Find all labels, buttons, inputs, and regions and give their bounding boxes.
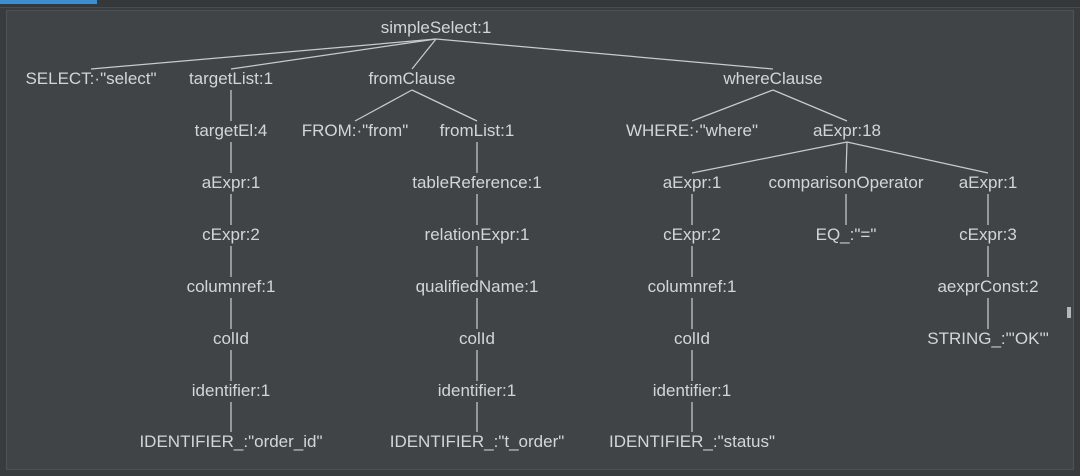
tree-node-n17[interactable]: cExpr:2 — [663, 225, 721, 244]
tree-edge — [411, 89, 478, 122]
top-chrome-divider — [0, 7, 1080, 8]
tree-edge — [90, 38, 437, 70]
tree-node-n18[interactable]: EQ_:"=" — [816, 225, 877, 244]
tree-node-n25[interactable]: colId — [459, 329, 495, 348]
tree-edge — [846, 141, 989, 174]
tree-node-n14[interactable]: aExpr:1 — [959, 173, 1018, 192]
tree-node-n30[interactable]: identifier:1 — [653, 381, 731, 400]
tree-node-n10[interactable]: aExpr:1 — [202, 173, 261, 192]
tree-node-n28[interactable]: identifier:1 — [192, 381, 270, 400]
tree-node-n15[interactable]: cExpr:2 — [202, 225, 260, 244]
tree-node-n27[interactable]: STRING_:"'OK'" — [927, 329, 1049, 348]
tree-node-n7[interactable]: fromList:1 — [440, 121, 515, 140]
tree-edge — [354, 89, 413, 122]
tree-node-n22[interactable]: columnref:1 — [648, 277, 737, 296]
tree-node-n26[interactable]: colId — [674, 329, 710, 348]
tree-node-n29[interactable]: identifier:1 — [438, 381, 516, 400]
tree-node-n24[interactable]: colId — [213, 329, 249, 348]
tree-node-n19[interactable]: cExpr:3 — [959, 225, 1017, 244]
tree-node-n5[interactable]: targetEl:4 — [195, 121, 268, 140]
tree-edge — [772, 89, 848, 122]
tree-edge — [230, 38, 437, 70]
window-top-chrome — [0, 0, 1080, 8]
tree-edge — [435, 38, 774, 70]
tree-node-n23[interactable]: aexprConst:2 — [937, 277, 1038, 296]
tree-node-n31[interactable]: IDENTIFIER_:"order_id" — [139, 432, 322, 451]
tree-node-n9[interactable]: aExpr:18 — [813, 121, 881, 140]
tree-node-n2[interactable]: targetList:1 — [189, 69, 273, 88]
tree-edge-layer — [90, 38, 989, 432]
scroll-position-marker[interactable] — [1067, 307, 1071, 318]
tree-node-n4[interactable]: whereClause — [722, 69, 822, 88]
tree-node-n12[interactable]: aExpr:1 — [663, 173, 722, 192]
tree-edge — [691, 141, 848, 174]
tree-node-n32[interactable]: IDENTIFIER_:"t_order" — [390, 432, 565, 451]
tree-node-n8[interactable]: WHERE:·"where" — [626, 121, 758, 140]
tree-node-n6[interactable]: FROM:·"from" — [302, 121, 409, 140]
tree-edge — [691, 89, 774, 122]
tree-node-n11[interactable]: tableReference:1 — [412, 173, 541, 192]
tree-node-n20[interactable]: columnref:1 — [187, 277, 276, 296]
tree-edge — [411, 38, 437, 70]
tree-node-n3[interactable]: fromClause — [369, 69, 456, 88]
tree-node-n33[interactable]: IDENTIFIER_:"status" — [609, 432, 775, 451]
tree-node-n21[interactable]: qualifiedName:1 — [416, 277, 539, 296]
tree-node-n1[interactable]: SELECT:·"select" — [25, 69, 156, 88]
tree-node-n0[interactable]: simpleSelect:1 — [381, 18, 492, 37]
tree-edge — [845, 141, 848, 174]
tree-node-n13[interactable]: comparisonOperator — [769, 173, 924, 192]
tree-node-n16[interactable]: relationExpr:1 — [425, 225, 530, 244]
active-tab-indicator[interactable] — [0, 0, 97, 4]
